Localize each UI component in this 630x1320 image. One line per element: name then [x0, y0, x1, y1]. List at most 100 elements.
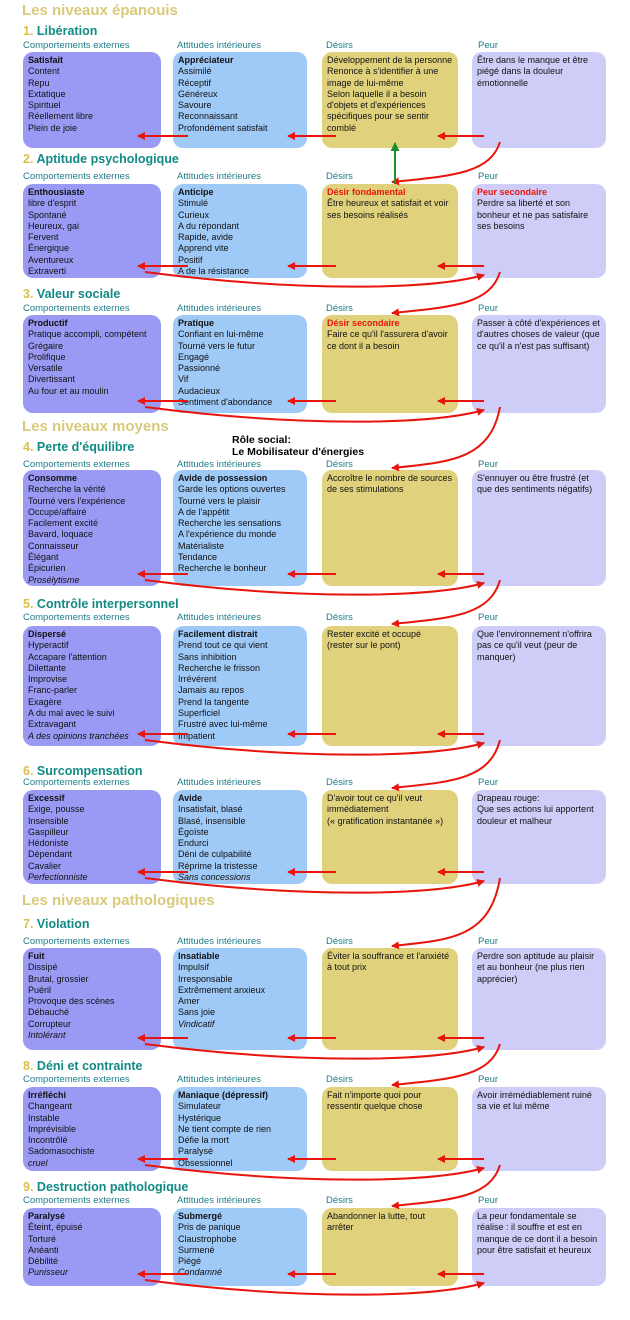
- ext-item: A du mal avec le suivi: [28, 708, 115, 719]
- int-item: A de la résistance: [178, 266, 250, 277]
- int-item: Prend la tangente: [178, 696, 250, 707]
- int-heading: Appréciateur: [178, 55, 234, 65]
- des-item: Être heureux et satisfait et voir ses be…: [327, 198, 449, 220]
- fear-item: Que l'environnement n'offrira pas ce qu'…: [477, 629, 592, 662]
- int-item: Impatient: [178, 730, 216, 741]
- column-header-int: Attitudes intérieures: [177, 303, 261, 314]
- level-title-text: Violation: [36, 917, 90, 931]
- int-item: Confiant en lui-même: [178, 329, 264, 340]
- level-8-des-box: Fait n'importe quoi pour ressentir quelq…: [322, 1087, 458, 1171]
- int-item: Surmené: [178, 1244, 215, 1255]
- int-item: Recherche les sensations: [178, 518, 282, 529]
- int-item: Ne tient compte de rien: [178, 1123, 272, 1134]
- int-heading: Avide de possession: [178, 473, 268, 483]
- ext-item: Accapare l'attention: [28, 651, 107, 662]
- int-item: Engagé: [178, 351, 210, 362]
- int-item: Savoure: [178, 100, 212, 111]
- ext-item: Versatile: [28, 363, 63, 374]
- int-item: Sans concessions: [178, 872, 251, 883]
- column-header-fear: Peur: [478, 40, 499, 51]
- int-item: Superficiel: [178, 708, 221, 719]
- group-title-pathologiques: Les niveaux pathologiques: [22, 892, 215, 909]
- level-5-fear-box: Que l'environnement n'offrira pas ce qu'…: [472, 626, 606, 746]
- ext-item: Spontané: [28, 209, 67, 220]
- ext-item: Improvise: [28, 674, 68, 685]
- level-4-fear-box: S'ennuyer ou être frustré (et que des se…: [472, 470, 606, 586]
- int-item: Reconnaissant: [178, 111, 238, 122]
- ext-item: Exagère: [28, 696, 62, 707]
- int-item: Passionné: [178, 363, 221, 374]
- int-heading: Facilement distrait: [178, 629, 258, 639]
- ext-item: Plein de joie: [28, 122, 78, 133]
- level-title-text: Valeur sociale: [36, 287, 121, 301]
- ext-heading: Dispersé: [28, 629, 67, 639]
- int-item: Condamné: [178, 1267, 223, 1278]
- int-heading: Avide: [178, 793, 203, 803]
- ext-item: Divertissant: [28, 374, 76, 385]
- int-item: Pris de panique: [178, 1222, 241, 1233]
- ext-item: Intolérant: [28, 1030, 66, 1041]
- int-item: Matérialiste: [178, 540, 225, 551]
- int-heading: Pratique: [178, 318, 215, 328]
- ext-item: Gaspilleur: [28, 826, 69, 837]
- level-number: 8.: [23, 1059, 34, 1073]
- ext-item: Corrupteur: [28, 1018, 72, 1029]
- int-item: Sans inhibition: [178, 651, 237, 662]
- column-header-fear: Peur: [478, 936, 499, 947]
- ext-item: Cavalier: [28, 860, 62, 871]
- level-7-des-box: Éviter la souffrance et l'anxiété à tout…: [322, 948, 458, 1050]
- fear-item: Que ses actions lui apportent douleur et…: [477, 804, 594, 826]
- role-social-label: Rôle social:: [232, 434, 291, 446]
- column-header-fear: Peur: [478, 459, 499, 470]
- des-heading: Désir fondamental: [327, 187, 406, 197]
- ext-item: Aventureux: [28, 254, 74, 265]
- level-2-title: 2. Aptitude psychologique: [23, 152, 179, 166]
- ext-heading: Enthousiaste: [28, 187, 85, 197]
- column-header-ext: Comportements externes: [23, 459, 130, 470]
- des-item: Abandonner la lutte, tout arrêter: [327, 1211, 426, 1233]
- column-header-int: Attitudes intérieures: [177, 612, 261, 623]
- ext-heading: Fuit: [28, 951, 45, 961]
- ext-item: Élégant: [28, 552, 59, 563]
- fear-item: Passer à côté d'expériences et d'autres …: [477, 318, 600, 351]
- ext-heading: Productif: [28, 318, 68, 328]
- level-4-title: 4. Perte d'équilibre: [23, 440, 134, 454]
- int-item: Hystérique: [178, 1112, 222, 1123]
- level-number: 5.: [23, 597, 34, 611]
- column-header-des: Désirs: [326, 303, 353, 314]
- column-header-des: Désirs: [326, 936, 353, 947]
- des-item: Éviter la souffrance et l'anxiété à tout…: [327, 951, 450, 973]
- int-item: Tourné vers le plaisir: [178, 495, 261, 506]
- des-item: Développement de la personne: [327, 55, 453, 65]
- int-item: Curieux: [178, 209, 210, 220]
- column-header-fear: Peur: [478, 171, 499, 182]
- int-item: Irrévérent: [178, 674, 217, 685]
- level-3-title: 3. Valeur sociale: [23, 287, 120, 301]
- column-header-int: Attitudes intérieures: [177, 40, 261, 51]
- column-header-fear: Peur: [478, 1074, 499, 1085]
- int-item: Endurci: [178, 838, 209, 849]
- int-item: Stimulé: [178, 198, 209, 209]
- column-header-ext: Comportements externes: [23, 1195, 130, 1206]
- ext-item: Extatique: [28, 88, 66, 99]
- level-8-title: 8. Déni et contrainte: [23, 1059, 143, 1073]
- des-heading: Désir secondaire: [327, 318, 400, 328]
- level-title-text: Aptitude psychologique: [36, 152, 179, 166]
- ext-item: Au four et au moulin: [28, 385, 109, 396]
- level-title-text: Perte d'équilibre: [36, 440, 135, 454]
- int-item: Recherche le frisson: [178, 662, 261, 673]
- ext-item: Bavard, loquace: [28, 529, 94, 540]
- int-item: Tourné vers le futur: [178, 340, 256, 351]
- column-header-ext: Comportements externes: [23, 171, 130, 182]
- int-item: Sans joie: [178, 1007, 216, 1018]
